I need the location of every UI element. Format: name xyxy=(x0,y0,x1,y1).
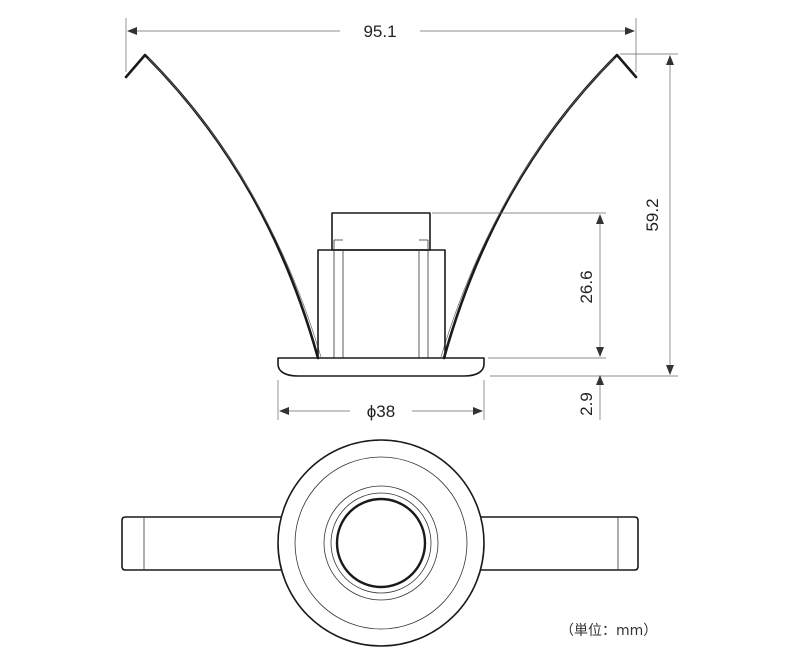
dim-body-height: 26.6 xyxy=(577,270,596,303)
left-spring-arm xyxy=(124,53,320,360)
body-housing xyxy=(317,249,446,358)
top-view xyxy=(121,439,639,647)
dim-overall-height: 59.2 xyxy=(643,198,662,231)
dimension-lines xyxy=(125,18,678,420)
top-flange-circle xyxy=(277,439,485,647)
dim-diameter: ϕ38 xyxy=(367,402,395,421)
body-top-cap xyxy=(331,212,431,251)
flange xyxy=(277,357,485,377)
side-view xyxy=(124,53,638,377)
top-inner-opening xyxy=(335,497,427,589)
dim-flange-height: 2.9 xyxy=(577,392,596,416)
top-left-arm xyxy=(121,516,290,571)
dim-overall-width: 95.1 xyxy=(363,22,396,41)
right-spring-arm xyxy=(442,53,638,360)
top-right-arm xyxy=(472,516,639,571)
unit-note: （単位：mm） xyxy=(560,623,658,639)
